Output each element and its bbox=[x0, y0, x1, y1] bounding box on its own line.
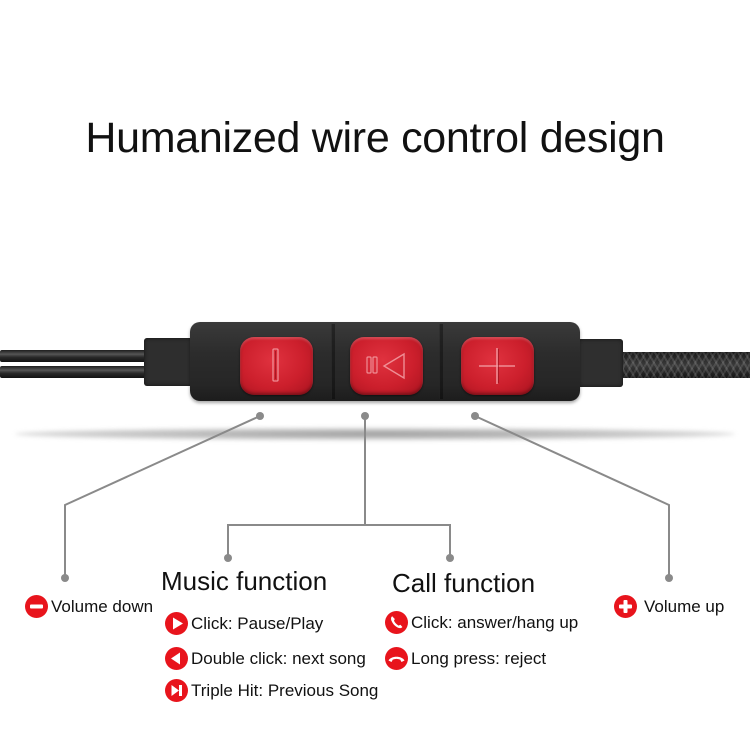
minus-circle-icon bbox=[25, 595, 48, 618]
left-cable-strand-1 bbox=[0, 350, 146, 362]
music-item-label: Triple Hit: Previous Song bbox=[191, 680, 379, 700]
music-function-title: Music function bbox=[161, 566, 328, 596]
music-item-label: Double click: next song bbox=[191, 648, 366, 668]
volume-down-label: Volume down bbox=[51, 596, 154, 616]
skip-circle-icon bbox=[165, 679, 188, 702]
page-title: Humanized wire control design bbox=[85, 114, 665, 162]
phone-reject-icon bbox=[385, 647, 408, 670]
product-shadow bbox=[15, 428, 735, 440]
play-circle-icon bbox=[165, 612, 188, 635]
music-item-triple-hit: Triple Hit: Previous Song bbox=[165, 679, 378, 702]
volume-up-label-row: Volume up bbox=[614, 595, 724, 618]
pause-play-glyph-icon bbox=[366, 352, 405, 380]
call-item-label: Click: answer/hang up bbox=[411, 612, 579, 632]
remote-multifunction-button[interactable] bbox=[350, 337, 423, 395]
music-item-label: Click: Pause/Play bbox=[191, 613, 324, 633]
plus-circle-icon bbox=[614, 595, 637, 618]
music-item-click: Click: Pause/Play bbox=[165, 612, 323, 635]
phone-answer-icon bbox=[385, 611, 408, 634]
remote-volume-up-button[interactable] bbox=[461, 337, 534, 395]
call-item-long-press: Long press: reject bbox=[385, 647, 546, 670]
remote-volume-down-button[interactable] bbox=[240, 337, 313, 395]
call-function-title: Call function bbox=[392, 568, 536, 598]
music-item-double-click: Double click: next song bbox=[165, 647, 366, 670]
call-item-click: Click: answer/hang up bbox=[385, 611, 578, 634]
remote-segment-divider bbox=[439, 324, 443, 399]
volume-up-label: Volume up bbox=[644, 596, 725, 616]
back-circle-icon bbox=[165, 647, 188, 670]
plus-glyph-icon bbox=[479, 348, 515, 384]
remote-segment-divider bbox=[331, 324, 335, 399]
call-item-label: Long press: reject bbox=[411, 648, 547, 668]
braided-cable bbox=[620, 352, 750, 378]
left-cable-strand-2 bbox=[0, 366, 146, 378]
volume-down-label-row: Volume down bbox=[25, 595, 153, 618]
right-strain-relief bbox=[575, 339, 623, 387]
minus-glyph-icon bbox=[272, 348, 279, 382]
left-strain-relief bbox=[144, 338, 194, 386]
